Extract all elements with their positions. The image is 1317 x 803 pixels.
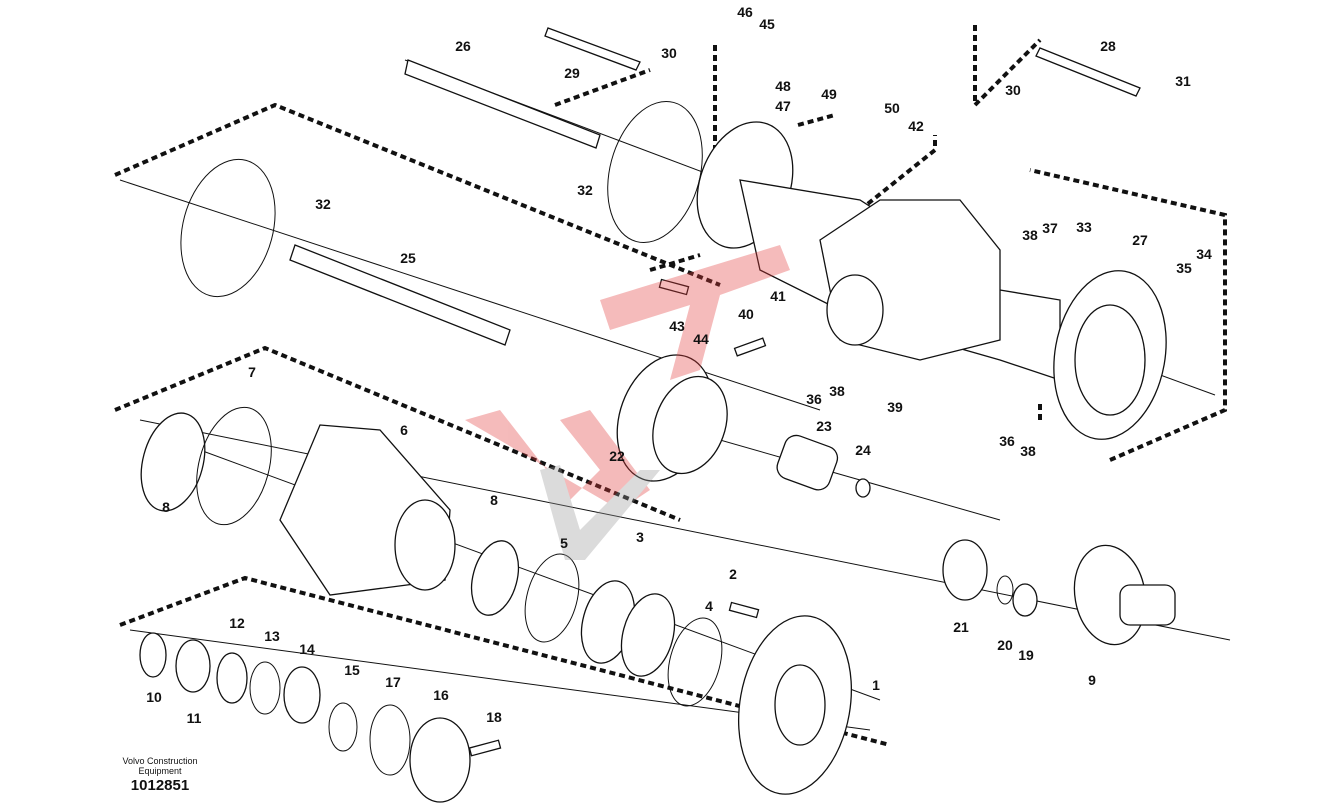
callout: 7 — [248, 364, 256, 380]
callout: 30 — [661, 45, 677, 61]
callout: 8 — [162, 499, 170, 515]
callout-labels: 46 45 26 30 29 48 47 49 50 42 28 30 31 3… — [146, 4, 1212, 726]
axle-shafts — [289, 27, 1141, 346]
callout: 34 — [1196, 246, 1212, 262]
callout: 26 — [455, 38, 471, 54]
callout: 5 — [560, 535, 568, 551]
callout: 37 — [1042, 220, 1058, 236]
callout: 40 — [738, 306, 754, 322]
callout: 3 — [636, 529, 644, 545]
callout: 35 — [1176, 260, 1192, 276]
callout: 41 — [770, 288, 786, 304]
callout: 2 — [729, 566, 737, 582]
callout: 29 — [564, 65, 580, 81]
callout: 20 — [997, 637, 1013, 653]
callout: 1 — [872, 677, 880, 693]
callout: 9 — [1088, 672, 1096, 688]
callout: 38 — [1020, 443, 1036, 459]
callout: 4 — [705, 598, 713, 614]
callout: 25 — [400, 250, 416, 266]
axle-housing — [696, 121, 1167, 440]
callout: 42 — [908, 118, 924, 134]
publisher-line-1: Volvo Construction — [122, 756, 198, 766]
callout: 39 — [887, 399, 903, 415]
callout: 31 — [1175, 73, 1191, 89]
callout: 18 — [486, 709, 502, 725]
callout: 15 — [344, 662, 360, 678]
callout: 21 — [953, 619, 969, 635]
callout: 16 — [433, 687, 449, 703]
callout: 36 — [806, 391, 822, 407]
callout: 6 — [400, 422, 408, 438]
callout: 32 — [315, 196, 331, 212]
callout: 27 — [1132, 232, 1148, 248]
callout: 24 — [855, 442, 871, 458]
callout: 30 — [1005, 82, 1021, 98]
watermark-logo — [465, 245, 790, 560]
group-frames — [114, 25, 1227, 747]
components — [139, 100, 1176, 803]
figure-number: 1012851 — [130, 777, 190, 794]
callout: 19 — [1018, 647, 1034, 663]
callout: 46 — [737, 4, 753, 20]
callout: 22 — [609, 448, 625, 464]
callout: 33 — [1076, 219, 1092, 235]
callout: 48 — [775, 78, 791, 94]
callout: 38 — [829, 383, 845, 399]
callout: 14 — [299, 641, 315, 657]
callout: 17 — [385, 674, 401, 690]
callout: 45 — [759, 16, 775, 32]
callout: 50 — [884, 100, 900, 116]
publisher-label: Volvo Construction Equipment — [110, 756, 210, 776]
callout: 11 — [187, 710, 202, 726]
callout: 32 — [577, 182, 593, 198]
callout: 43 — [669, 318, 685, 334]
callout: 38 — [1022, 227, 1038, 243]
callout: 10 — [146, 689, 162, 705]
callout: 36 — [999, 433, 1015, 449]
callout: 23 — [816, 418, 832, 434]
callout: 13 — [264, 628, 280, 644]
publisher-line-2: Equipment — [138, 766, 182, 776]
callout: 8 — [490, 492, 498, 508]
callout: 47 — [775, 98, 791, 114]
callout: 49 — [821, 86, 837, 102]
callout: 44 — [693, 331, 709, 347]
callout: 28 — [1100, 38, 1116, 54]
callout: 12 — [229, 615, 245, 631]
